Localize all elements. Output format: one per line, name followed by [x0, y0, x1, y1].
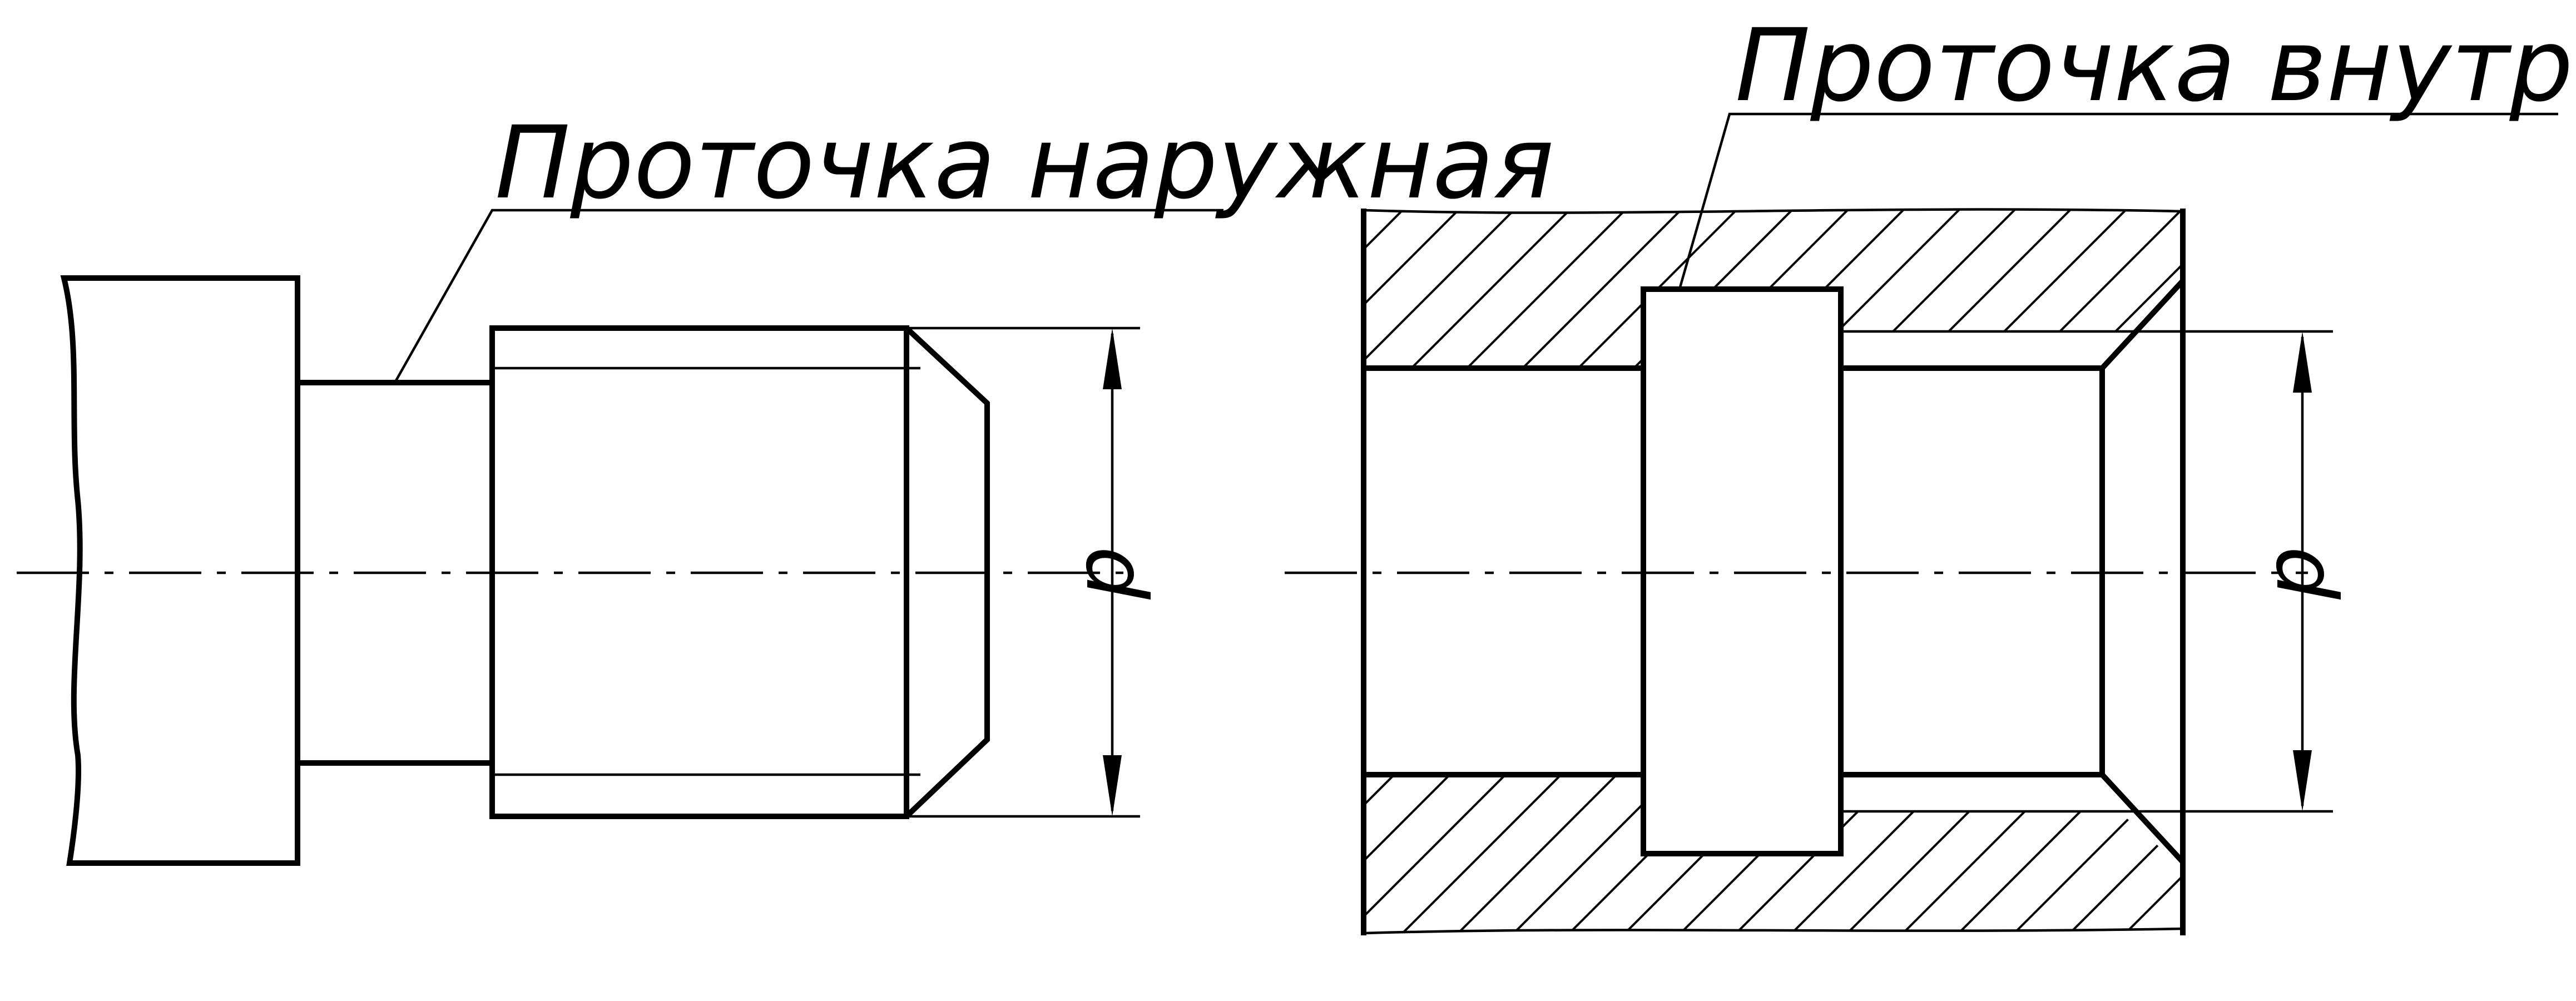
dimension-arrow-bottom — [2293, 750, 2312, 811]
dimension-arrow-top — [1103, 328, 1122, 389]
thread-major-lines — [1841, 330, 2119, 813]
diameter-symbol: d — [1067, 546, 1164, 599]
thread-minor-lines — [492, 366, 920, 776]
callout-label: Проточка внутренняя — [1735, 8, 2576, 124]
thread-end-and-chamfer — [2099, 279, 2185, 864]
top-break-line — [1363, 208, 2183, 214]
extension-lines — [906, 326, 1140, 818]
dimension-arrow-bottom — [1103, 755, 1122, 816]
bore-edges — [1364, 365, 2102, 777]
callout-label: Проточка наружная — [495, 105, 1554, 221]
dimension-arrow-top — [2293, 331, 2312, 393]
callout-leader-line — [1678, 112, 2558, 290]
chamfer-outline — [904, 326, 990, 819]
internal-groove-outline — [1641, 286, 1844, 856]
diameter-symbol: d — [2257, 546, 2354, 599]
callout-leader-line — [394, 209, 1223, 384]
left-view-external-groove: Проточка наружная d — [17, 105, 1554, 866]
extension-lines — [2119, 330, 2333, 813]
shaft-body-outline — [60, 275, 300, 866]
bottom-break-line — [1363, 927, 2183, 935]
